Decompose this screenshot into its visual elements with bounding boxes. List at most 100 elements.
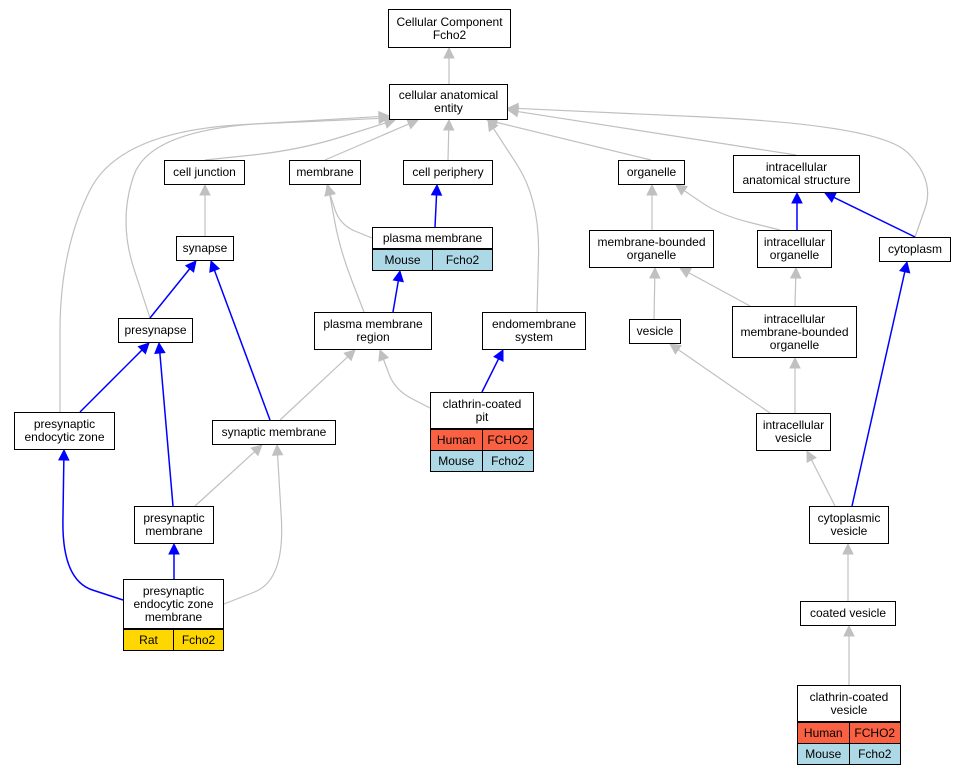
- node-label: intracellular vesicle: [762, 418, 825, 445]
- edge-imbo-to-mbo: [688, 272, 751, 307]
- node-label: intracellular organelle: [763, 235, 826, 262]
- arrowhead-icon: [199, 183, 211, 196]
- species-cell: Mouse: [438, 453, 475, 468]
- node-label: cell junction: [173, 165, 236, 179]
- node-label: Cellular Component Fcho2: [396, 14, 503, 42]
- gene-cell: FCHO2: [481, 430, 534, 450]
- node-membrane[interactable]: membrane: [289, 160, 361, 185]
- annotation-row: Mouse Fcho2: [798, 743, 900, 764]
- node-cae[interactable]: cellular anatomical entity: [389, 84, 508, 120]
- arrowhead-icon: [493, 349, 504, 362]
- arrowhead-icon: [487, 119, 499, 132]
- node-pmr[interactable]: plasma membrane region: [314, 312, 432, 350]
- arrowhead-icon: [271, 443, 284, 456]
- node-cyto-vesicle[interactable]: cytoplasmic vesicle: [809, 506, 889, 544]
- edge-plasma-membrane-to-membrane: [329, 194, 373, 239]
- node-cc-fcho2[interactable]: Cellular Component Fcho2: [388, 9, 511, 48]
- node-label: presynaptic endocytic zone membrane: [124, 580, 223, 629]
- edge-presyn-membrane-to-presynapse: [159, 352, 174, 507]
- node-cell-periphery[interactable]: cell periphery: [403, 160, 493, 185]
- edge-syn-membrane-to-synapse: [213, 270, 271, 421]
- arrowhead-icon: [899, 260, 911, 274]
- edge-pezm-to-pez: [62, 459, 124, 601]
- node-label: plasma membrane: [373, 228, 492, 249]
- edge-pmr-to-membrane: [329, 194, 365, 313]
- edge-pmr-to-plasma-membrane: [392, 280, 400, 313]
- node-pez[interactable]: presynaptic endocytic zone: [14, 412, 115, 450]
- node-label: membrane-bounded organelle: [597, 235, 706, 262]
- node-label: presynaptic membrane: [143, 511, 205, 538]
- edge-syn-membrane-to-pmr: [279, 356, 349, 421]
- arrowhead-icon: [648, 266, 661, 279]
- edge-presynapse-to-cae: [125, 115, 380, 319]
- edge-ias-to-cae: [517, 110, 797, 156]
- edge-plasma-membrane-to-cell-periphery: [434, 194, 438, 228]
- node-syn-membrane[interactable]: synaptic membrane: [212, 420, 336, 445]
- node-mbo[interactable]: membrane-bounded organelle: [589, 230, 714, 268]
- edge-ccp-to-pmr: [382, 359, 431, 409]
- edge-intra-vesicle-to-vesicle: [677, 349, 771, 414]
- arrowhead-icon: [669, 343, 682, 355]
- arrowhead-icon: [184, 260, 197, 273]
- node-cell-junction[interactable]: cell junction: [164, 160, 245, 185]
- edge-imbo-to-intra-organelle: [794, 277, 797, 307]
- arrowhead-icon: [168, 542, 180, 555]
- edge-pezm-to-syn-membrane: [223, 454, 283, 605]
- edge-cyto-vesicle-to-intra-vesicle: [811, 459, 836, 507]
- node-ias[interactable]: intracellular anatomical structure: [733, 155, 860, 193]
- node-label: synapse: [182, 241, 228, 255]
- node-label: cell periphery: [412, 165, 484, 179]
- species-cell: Human: [436, 432, 476, 447]
- arrowhead-icon: [430, 183, 443, 196]
- edge-pez-to-cae: [59, 117, 380, 412]
- node-label: presynaptic endocytic zone: [24, 417, 105, 444]
- edge-membrane-to-cae: [324, 123, 410, 161]
- node-cytoplasm[interactable]: cytoplasm: [879, 237, 951, 262]
- edge-presyn-membrane-to-syn-membrane: [194, 451, 256, 507]
- arrowhead-icon: [442, 118, 455, 131]
- node-label: plasma membrane region: [323, 317, 423, 344]
- arrowhead-icon: [324, 183, 336, 197]
- species-cell: Mouse: [384, 252, 421, 267]
- node-endomembrane[interactable]: endomembrane system: [482, 312, 586, 350]
- node-synapse[interactable]: synapse: [176, 236, 234, 261]
- species-cell: Mouse: [805, 746, 842, 761]
- node-intra-organelle[interactable]: intracellular organelle: [757, 230, 832, 268]
- edge-endomembrane-to-cae: [492, 128, 540, 313]
- node-label: intracellular anatomical structure: [742, 160, 851, 187]
- node-organelle[interactable]: organelle: [618, 160, 685, 185]
- arrowhead-icon: [209, 259, 221, 273]
- arrowhead-icon: [443, 46, 455, 59]
- edge-cell-periphery-to-cae: [447, 129, 450, 161]
- gene-cell: Fcho2: [481, 451, 534, 471]
- node-label: cytoplasm: [887, 242, 943, 256]
- arrowhead-icon: [250, 444, 263, 457]
- arrowhead-icon: [137, 342, 150, 355]
- node-label: cellular anatomical entity: [398, 88, 499, 115]
- node-label: membrane: [296, 165, 354, 179]
- node-vesicle[interactable]: vesicle: [629, 319, 681, 344]
- arrowhead-icon: [378, 112, 391, 125]
- node-imbo[interactable]: intracellular membrane-bounded organelle: [732, 306, 857, 358]
- arrowhead-icon: [58, 448, 70, 461]
- arrowhead-icon: [842, 542, 854, 555]
- edge-organelle-to-cae: [496, 121, 652, 161]
- arrowhead-icon: [789, 356, 801, 369]
- node-presynapse[interactable]: presynapse: [118, 318, 193, 343]
- arrowhead-icon: [392, 269, 404, 283]
- node-label: presynapse: [124, 323, 187, 337]
- node-coated-vesicle[interactable]: coated vesicle: [800, 601, 896, 626]
- node-intra-vesicle[interactable]: intracellular vesicle: [756, 413, 831, 451]
- gene-cell: Fcho2: [848, 744, 901, 764]
- edge-cell-junction-to-cae: [204, 122, 386, 161]
- arrowhead-icon: [806, 450, 817, 463]
- node-presyn-membrane[interactable]: presynaptic membrane: [134, 506, 214, 544]
